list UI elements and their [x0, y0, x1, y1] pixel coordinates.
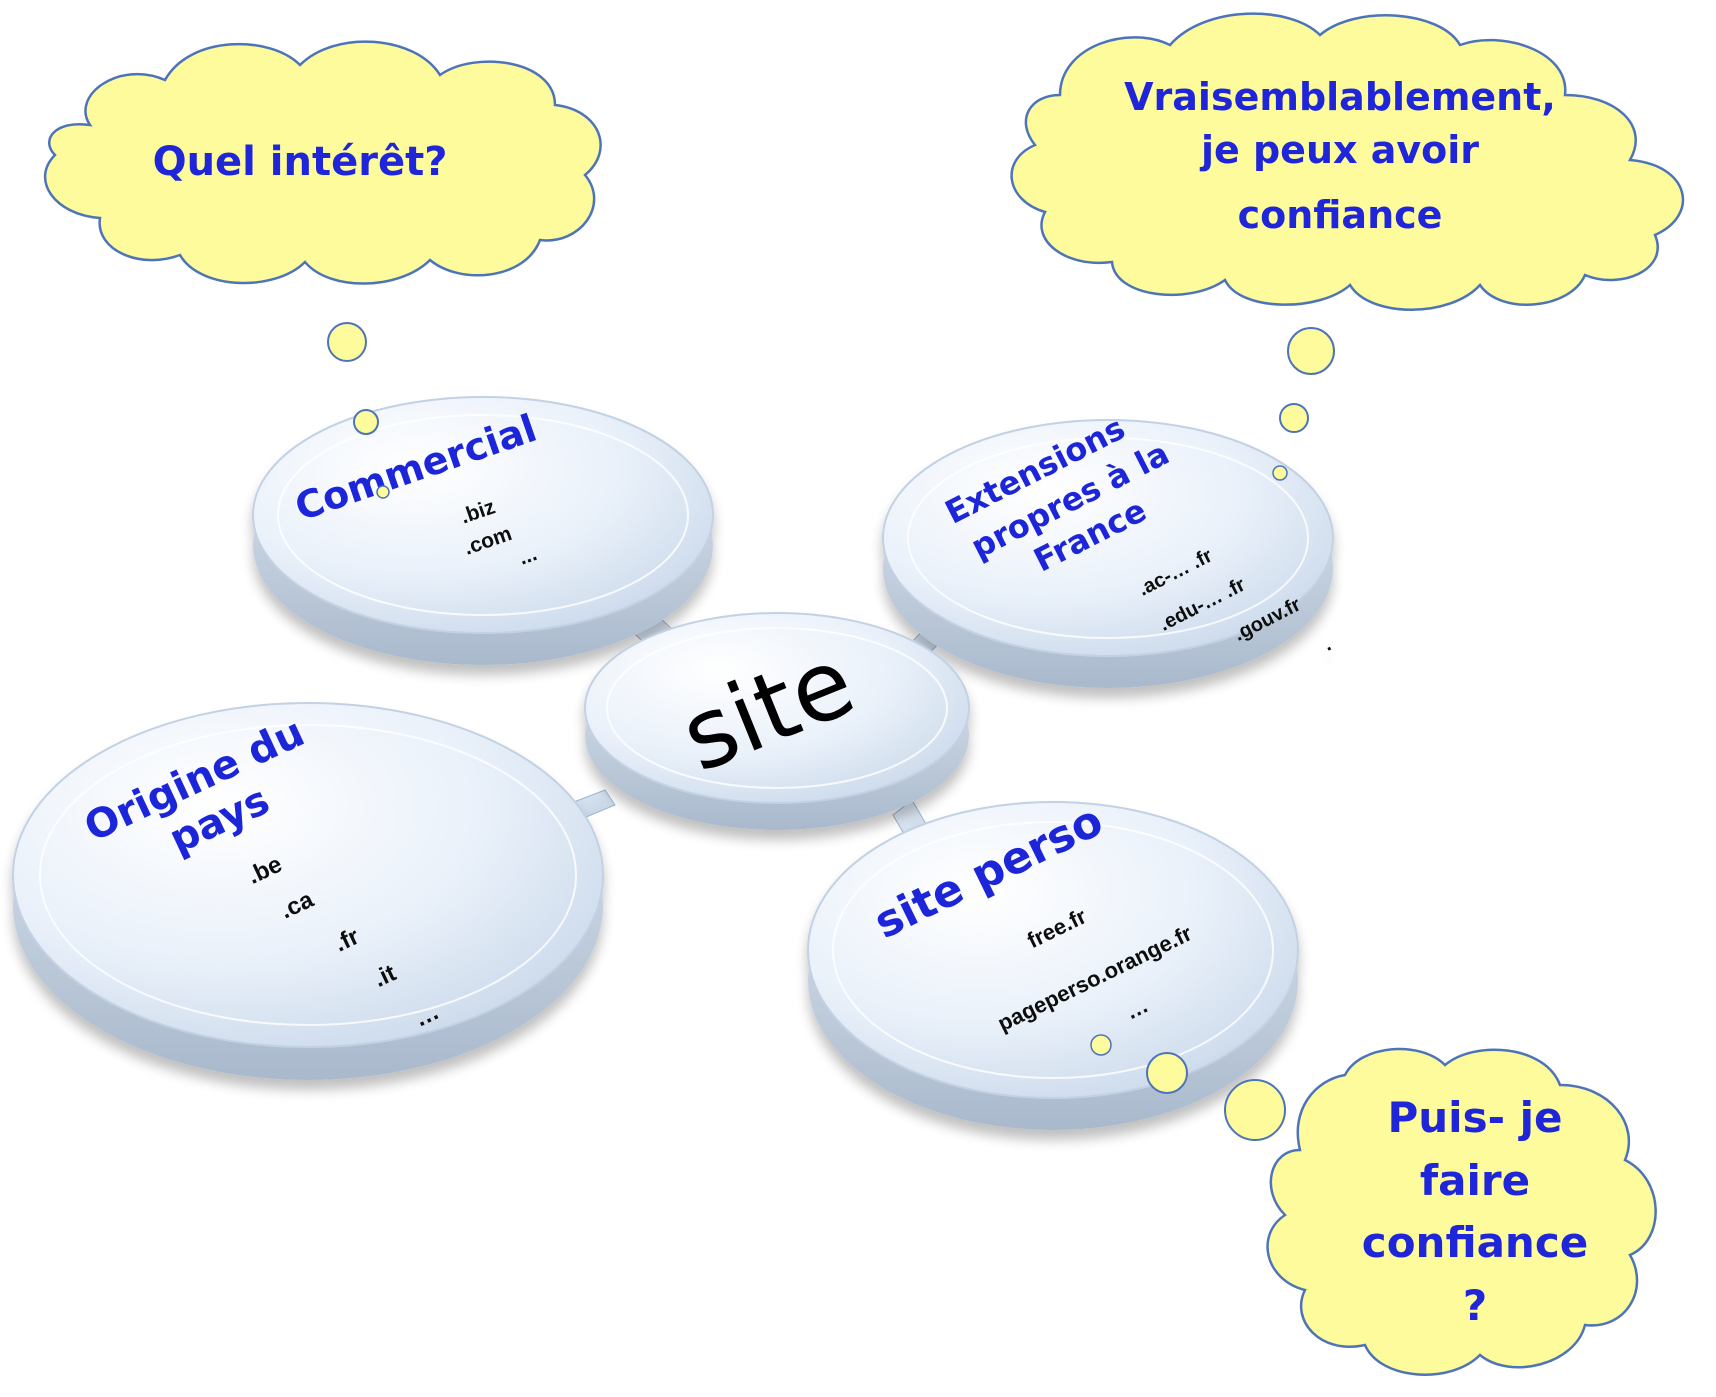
thought-bubble	[1272, 465, 1288, 481]
cloud-text-line: faire	[1420, 1156, 1530, 1205]
cloud-shape	[1266, 1047, 1657, 1376]
thought-cloud-interet: Quel intérêt?	[43, 40, 602, 499]
disc-rim	[39, 724, 577, 1026]
cloud-text-line: Quel intérêt?	[153, 139, 448, 185]
thought-bubble	[1279, 403, 1309, 433]
disc-top	[807, 801, 1299, 1099]
cloud-text-line: Puis- je	[1387, 1093, 1562, 1142]
disc-rim	[907, 437, 1309, 639]
disc-top	[252, 396, 714, 634]
cloud-text-line: ?	[1463, 1281, 1487, 1330]
cloud-text-line: je peux avoir	[1199, 128, 1479, 172]
disc-item: .	[1320, 634, 1335, 656]
thought-bubble	[376, 485, 390, 499]
disc-perso: site perso free.fr pageperso.orange.fr …	[807, 795, 1299, 1130]
cloud-text-line: Vraisemblablement,	[1124, 75, 1556, 119]
thought-bubble	[327, 322, 367, 362]
cloud-text-line: confiance	[1362, 1218, 1588, 1267]
disc-top	[584, 612, 970, 804]
thought-bubble	[1287, 327, 1335, 375]
thought-bubble	[1090, 1034, 1112, 1056]
thought-bubble	[1146, 1052, 1188, 1094]
disc-rim	[606, 627, 948, 789]
thought-bubble	[353, 409, 379, 435]
disc-origine: Origine du pays .be .ca .fr .it …	[12, 702, 604, 1080]
disc-top	[882, 419, 1334, 657]
disc-commercial: Commercial .biz .com ...	[252, 396, 714, 665]
disc-rim	[277, 414, 689, 616]
thought-bubble	[1224, 1079, 1286, 1141]
disc-rim	[832, 821, 1274, 1079]
disc-france: Extensions propres à la France .ac-… .fr…	[882, 409, 1335, 688]
thought-cloud-confiance: Vraisemblablement, je peux avoir confian…	[1010, 12, 1685, 481]
disc-center: site	[584, 612, 970, 830]
cloud-text-line: confiance	[1238, 193, 1443, 237]
cloud-shape	[43, 40, 602, 285]
disc-top	[12, 702, 604, 1048]
cloud-shape	[1010, 12, 1685, 311]
thought-cloud-puis-je: Puis- je faire confiance ?	[1090, 1034, 1657, 1376]
